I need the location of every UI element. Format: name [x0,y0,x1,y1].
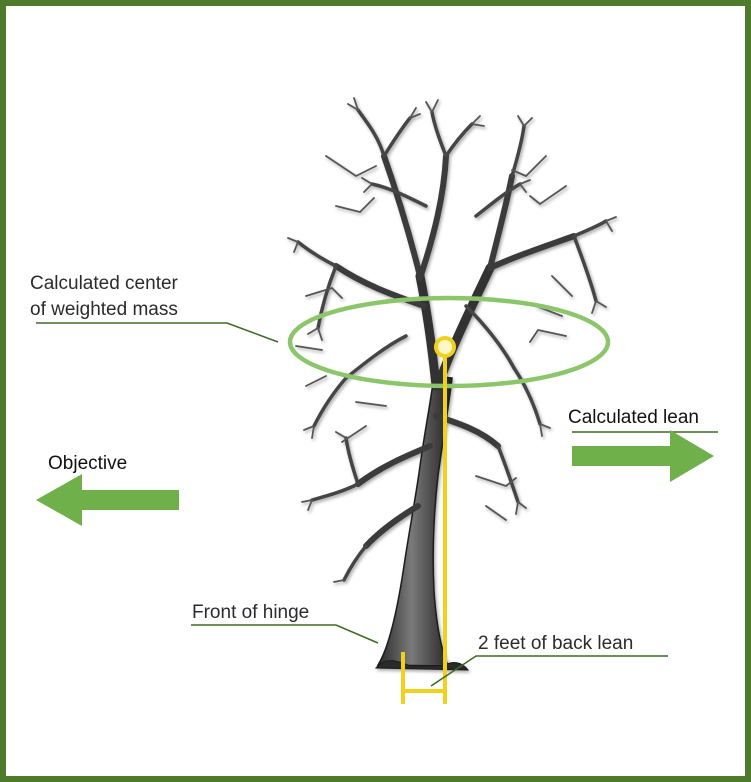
back-lean-label: 2 feet of back lean [478,632,633,656]
arrow-right-icon [572,430,714,482]
arrow-left-icon [36,474,179,526]
objective-label: Objective [48,452,127,476]
tree-lean-diagram [6,6,745,776]
center-mass-label-line2: of weighted mass [30,298,178,322]
center-of-mass-marker [436,338,454,356]
calculated-lean-label: Calculated lean [568,406,699,430]
center-mass-label-line1: Calculated center [30,272,178,296]
front-of-hinge-label: Front of hinge [192,601,309,625]
